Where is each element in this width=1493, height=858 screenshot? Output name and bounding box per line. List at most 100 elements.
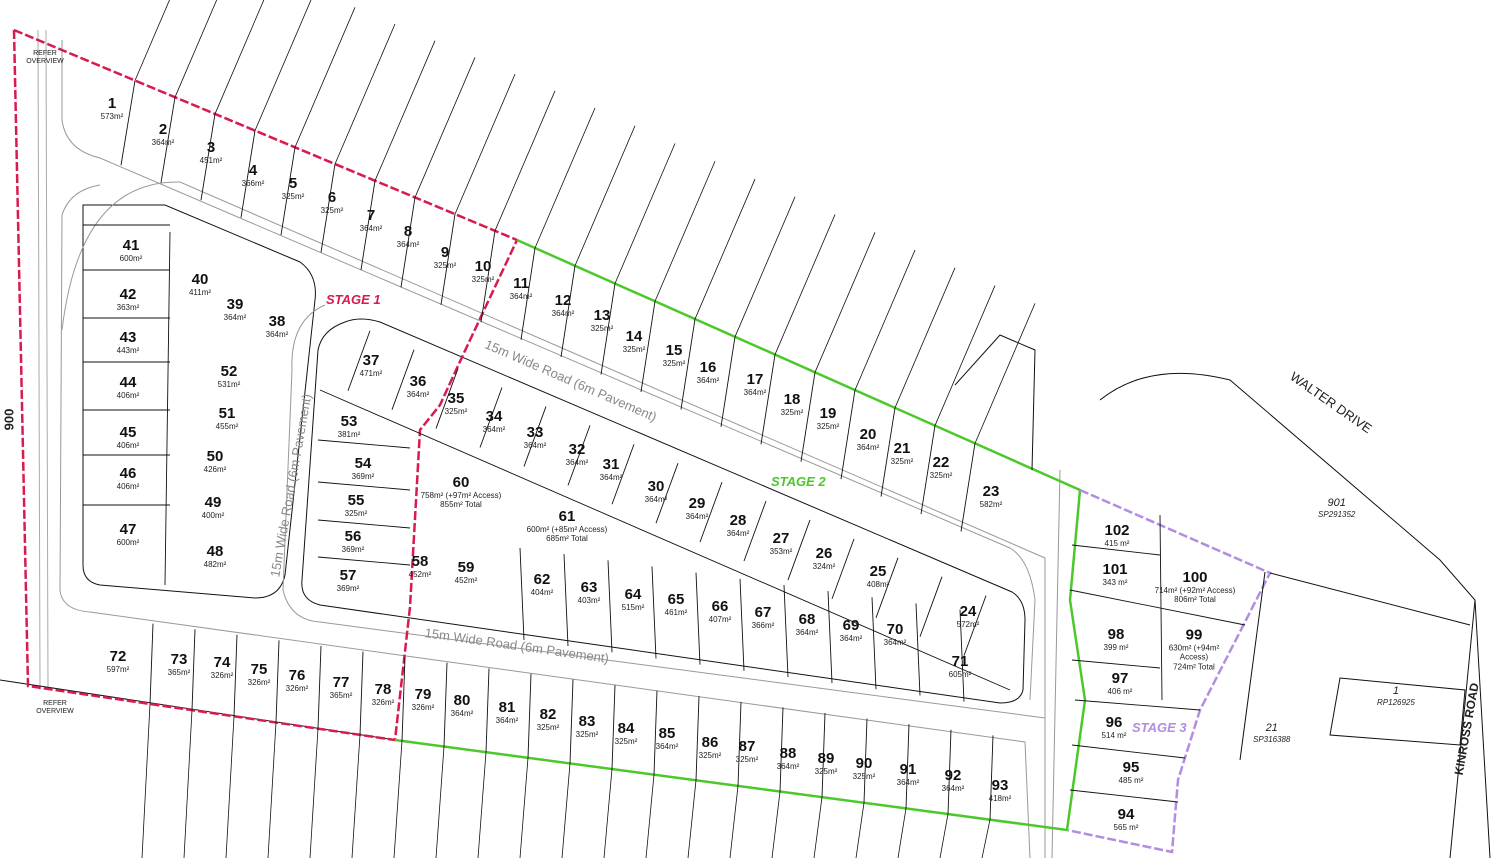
external-lot-line xyxy=(267,722,277,858)
lot-number: 91 xyxy=(899,760,917,778)
lot-area: 364m² xyxy=(509,292,533,302)
lot-number: 96 xyxy=(1105,713,1123,731)
lot-area: 381m² xyxy=(337,430,361,440)
lot-area: 364m² xyxy=(743,388,767,398)
stage-3-label: STAGE 3 xyxy=(1132,720,1187,735)
lot-number: 102 xyxy=(1104,521,1130,539)
lot-area: 471m² xyxy=(359,369,383,379)
road-edge xyxy=(59,184,1031,858)
lot-boundary xyxy=(720,336,736,427)
lot-boundary xyxy=(519,547,525,641)
lot-boundary xyxy=(360,180,376,270)
lot-area: 407m² xyxy=(708,615,732,625)
lot-number: 85 xyxy=(658,724,676,742)
external-lot-line xyxy=(134,0,170,81)
lot-number: 36 xyxy=(409,372,427,390)
lot-number: 72 xyxy=(109,647,127,665)
stage-2-boundary xyxy=(394,238,1087,832)
lot-area: 326m² xyxy=(247,678,271,688)
lot-number: 8 xyxy=(403,222,413,240)
external-lot-line xyxy=(494,90,556,231)
lot-number: 15 xyxy=(665,341,683,359)
lot-boundary xyxy=(400,197,416,288)
lot-area: 364m² xyxy=(406,390,430,400)
lot-number: 3 xyxy=(206,138,216,156)
lot-number: 11 xyxy=(513,274,529,292)
lot-number: 69 xyxy=(842,616,860,634)
lot-boundary xyxy=(275,640,280,723)
lot-area: 343 m² xyxy=(1102,578,1128,588)
lot-area: 404m² xyxy=(530,588,554,598)
lot-area-total: 685m² Total xyxy=(546,534,588,544)
lot-boundary xyxy=(317,481,411,491)
lot-boundary xyxy=(919,576,943,637)
lot-area: 325m² xyxy=(698,751,722,761)
lot-boundary xyxy=(863,718,868,803)
lot-number: 38 xyxy=(268,312,286,330)
lot-number: 1 xyxy=(107,94,117,112)
external-lot-line xyxy=(934,285,996,426)
lot-boundary xyxy=(831,538,855,600)
lot-area: 326m² xyxy=(285,684,309,694)
lot-number: 31 xyxy=(602,455,620,473)
external-lot-line xyxy=(981,819,991,858)
lot-number: 62 xyxy=(533,570,551,588)
lot-area: 406m² xyxy=(116,482,140,492)
parcel-boundary xyxy=(1099,372,1476,858)
lot-boundary xyxy=(739,578,745,671)
parcel-plan: SP316388 xyxy=(1253,735,1291,745)
road-edge xyxy=(1051,469,1061,858)
lot-number: 49 xyxy=(204,493,222,511)
lot-area: 408m² xyxy=(866,580,890,590)
lot-area: 364m² xyxy=(265,330,289,340)
external-lot-line xyxy=(734,196,796,337)
lot-boundary xyxy=(320,163,336,253)
stage-1-label: STAGE 1 xyxy=(326,292,381,307)
lot-boundary xyxy=(317,519,411,529)
lot-area: 364m² xyxy=(551,309,575,319)
lot-area: 325m² xyxy=(590,324,614,334)
lot-number: 60 xyxy=(452,474,470,492)
lot-number: 97 xyxy=(1111,669,1129,687)
lot-boundary xyxy=(783,584,789,677)
lot-area: 565 m² xyxy=(1113,823,1139,833)
external-lot-line xyxy=(771,791,781,858)
lot-number: 75 xyxy=(250,660,268,678)
lot-number: 43 xyxy=(119,328,137,346)
lot-number: 42 xyxy=(119,285,137,303)
lot-boundary xyxy=(569,679,574,764)
lot-area: 455m² xyxy=(215,422,239,432)
lot-number: 71 xyxy=(951,652,969,670)
lot-area: 365m² xyxy=(167,668,191,678)
stage-3-boundary xyxy=(1066,488,1272,854)
external-lot-line xyxy=(603,769,613,858)
lot-area: 364m² xyxy=(685,512,709,522)
lot-boundary xyxy=(164,231,171,586)
lot-boundary xyxy=(827,591,833,684)
lot-area: 605m² xyxy=(948,670,972,680)
lot-area: 364m² xyxy=(655,742,679,752)
lot-area: 325m² xyxy=(320,206,344,216)
